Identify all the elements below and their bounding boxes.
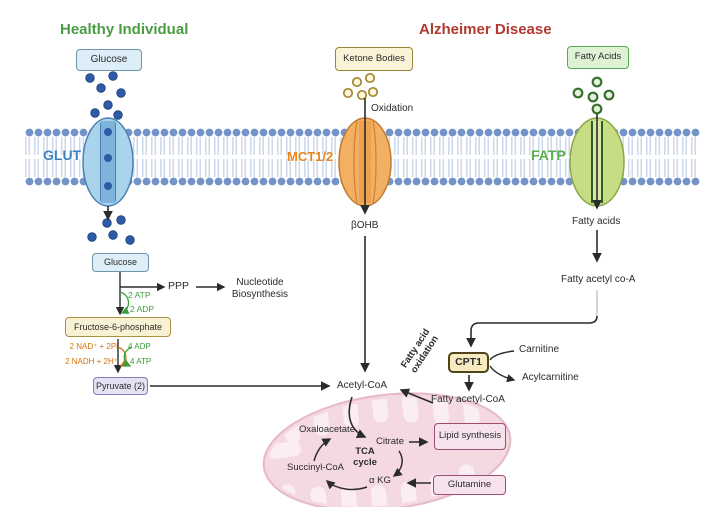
carnitine-label: Carnitine <box>519 344 560 355</box>
cpt1-box: CPT1 <box>448 352 489 373</box>
healthy-individual-title: Healthy Individual <box>60 21 189 38</box>
fatty-acetyl-coa-label: Fatty acetyl co-A <box>561 274 636 285</box>
glucose-molecules-cyto <box>87 215 135 245</box>
glucose-box: Glucose <box>76 49 142 71</box>
glucose-molecules-top <box>85 71 126 120</box>
alzheimer-disease-title: Alzheimer Disease <box>419 21 552 38</box>
ketone-bodies-box: Ketone Bodies <box>335 47 413 71</box>
fatty-acetyl-coa-mito-label: Fatty acetyl-CoA <box>431 394 505 405</box>
fatty-acids-box: Fatty Acids <box>567 46 629 69</box>
bohb-label: βOHB <box>351 220 379 231</box>
mct-label: MCT1/2 <box>287 149 334 164</box>
acylcarnitine-label: Acylcarnitine <box>522 372 579 383</box>
fatty-acids-cyto-label: Fatty acids <box>572 216 621 227</box>
oxidation-label: Oxidation <box>371 103 414 114</box>
succinyl-coa-label: Succinyl-CoA <box>287 462 345 473</box>
fatp-label: FATP <box>531 147 566 163</box>
oxaloacetate-label: Oxaloacetate <box>299 424 355 435</box>
tca-cycle-label: TCA cycle <box>353 446 377 468</box>
adp-4-label: 4 ADP <box>128 342 151 351</box>
fatty-acid-molecules <box>572 76 615 115</box>
nucleotide-biosynthesis-label: Nucleotide Biosynthesis <box>231 277 289 300</box>
adp-2-label: 2 ADP <box>130 304 155 314</box>
nad-in-label: 2 NAD⁺ + 2Pi <box>69 342 118 351</box>
glut-transporter <box>82 117 134 207</box>
nadh-out-label: 2 NADH + 2H⁺ <box>65 357 118 366</box>
citrate-label: Citrate <box>376 436 404 447</box>
lipid-synthesis-box: Lipid synthesis <box>434 423 506 450</box>
pyruvate-box: Pyruvate (2) <box>93 377 148 395</box>
atp-4-label: 4 ATP <box>130 357 152 366</box>
glutamine-box: Glutamine <box>433 475 506 495</box>
atp-2-label: 2 ATP <box>128 290 151 300</box>
fructose-6-phosphate-box: Fructose-6-phosphate <box>65 317 171 337</box>
glut-label: GLUT <box>43 147 82 163</box>
pathway-arrows <box>103 98 602 491</box>
ppp-label: PPP <box>168 280 190 292</box>
acetyl-coa-label: Acetyl-CoA <box>337 380 388 391</box>
ketone-body-molecules <box>342 72 379 101</box>
glucose-cyto-box: Glucose <box>92 253 149 272</box>
alpha-kg-label: α KG <box>369 475 391 486</box>
